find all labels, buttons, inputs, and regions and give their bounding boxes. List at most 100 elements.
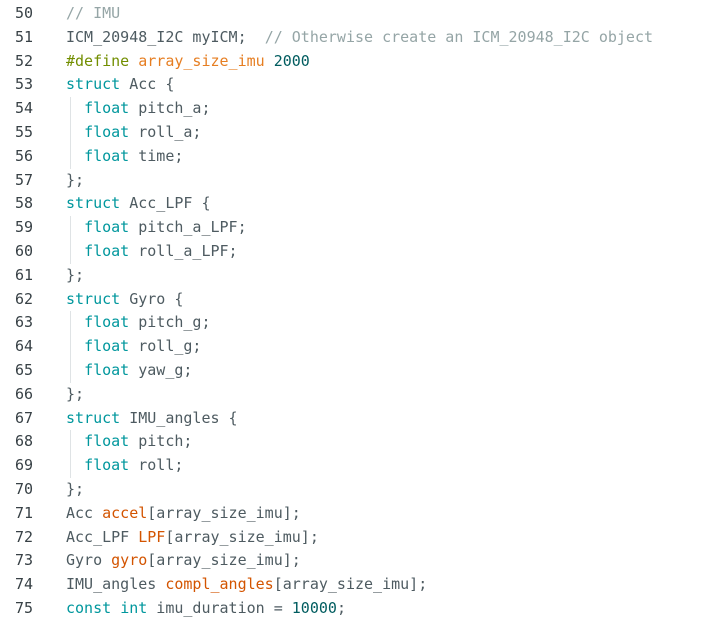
token-plain [66, 361, 84, 379]
line-number: 62 [14, 289, 33, 308]
token-plain: IMU_angles [66, 575, 166, 594]
token-plain: ; [336, 598, 346, 617]
token-plain [265, 52, 274, 70]
token-macro: array_size_imu [138, 51, 265, 70]
code-line-57[interactable]: 57}; [0, 169, 728, 193]
code-text[interactable]: struct Acc_LPF { [66, 192, 728, 216]
token-plain: Gyro [66, 551, 112, 570]
code-line-75[interactable]: 75 const int imu_duration = 10000; [0, 597, 728, 621]
token-plain [66, 456, 84, 474]
token-number: 10000 [291, 598, 337, 617]
token-plain: }; [66, 265, 85, 284]
code-line-50[interactable]: 50 // IMU [0, 2, 728, 26]
code-text[interactable]: float roll_a; [66, 121, 728, 145]
code-text[interactable]: float roll_g; [66, 335, 728, 359]
code-text[interactable]: Acc accel[array_size_imu]; [66, 502, 728, 526]
indent-guide [70, 335, 71, 359]
code-text[interactable]: float pitch_a_LPF; [66, 216, 728, 240]
token-plain: [array_size_imu]; [165, 527, 319, 546]
code-line-69[interactable]: 69 float roll; [0, 454, 728, 478]
code-line-59[interactable]: 59 float pitch_a_LPF; [0, 216, 728, 240]
code-text[interactable]: Acc_LPF LPF[array_size_imu]; [66, 526, 728, 550]
token-keyword: float [84, 432, 130, 451]
code-text[interactable]: float pitch_a; [66, 97, 728, 121]
code-line-74[interactable]: 74 IMU_angles compl_angles[array_size_imu… [0, 573, 728, 597]
code-line-66[interactable]: 66}; [0, 383, 728, 407]
code-line-70[interactable]: 70}; [0, 478, 728, 502]
code-line-61[interactable]: 61}; [0, 264, 728, 288]
token-plain [66, 123, 84, 141]
code-text[interactable]: float yaw_g; [66, 359, 728, 383]
code-line-64[interactable]: 64 float roll_g; [0, 335, 728, 359]
line-number: 71 [14, 503, 33, 522]
line-number: 57 [14, 170, 33, 189]
code-text[interactable]: }; [66, 478, 728, 502]
line-number: 58 [14, 194, 33, 213]
code-text[interactable]: }; [66, 264, 728, 288]
line-number: 70 [14, 479, 33, 498]
code-line-63[interactable]: 63 float pitch_g; [0, 311, 728, 336]
token-keyword: float [84, 241, 130, 260]
code-text[interactable]: struct Gyro { [66, 288, 728, 312]
line-number: 60 [14, 241, 33, 260]
token-plain [66, 337, 84, 355]
token-plain: time; [129, 146, 184, 165]
code-text[interactable]: IMU_angles compl_angles[array_size_imu]; [66, 573, 728, 597]
line-number: 69 [14, 456, 33, 475]
token-keyword: struct [66, 408, 121, 427]
code-text[interactable]: float roll; [66, 454, 728, 478]
code-line-54[interactable]: 54 float pitch_a; [0, 97, 728, 121]
code-text[interactable]: float roll_a_LPF; [66, 240, 728, 264]
token-directive: #define [66, 51, 139, 70]
code-text[interactable]: struct IMU_angles { [66, 407, 728, 431]
code-line-71[interactable]: 71 Acc accel[array_size_imu]; [0, 502, 728, 526]
code-text[interactable]: Gyro gyro[array_size_imu]; [66, 549, 728, 573]
token-plain: Acc { [120, 75, 175, 94]
code-text[interactable]: // IMU [66, 2, 728, 26]
code-text[interactable]: ICM_20948_I2C myICM; // Otherwise create… [66, 26, 728, 50]
code-line-58[interactable]: 58 struct Acc_LPF { [0, 192, 728, 216]
token-keyword: const [66, 598, 112, 617]
line-number: 61 [14, 265, 33, 284]
token-keyword: float [84, 360, 130, 379]
token-plain: pitch_g; [129, 313, 211, 332]
code-text[interactable]: float pitch_g; [66, 311, 728, 335]
token-plain: }; [66, 170, 85, 189]
code-text[interactable]: float time; [66, 145, 728, 169]
token-plain: }; [66, 384, 85, 403]
code-line-55[interactable]: 55 float roll_a; [0, 120, 728, 145]
line-number: 50 [14, 4, 33, 22]
token-keyword: float [84, 99, 130, 118]
token-keyword: float [84, 313, 130, 332]
code-text[interactable]: }; [66, 383, 728, 407]
code-text[interactable]: }; [66, 169, 728, 193]
code-line-56[interactable]: 56 float time; [0, 144, 728, 169]
code-text[interactable]: float pitch; [66, 430, 728, 454]
line-number: 67 [14, 408, 33, 427]
indent-guide [70, 216, 71, 240]
line-number: 74 [14, 575, 33, 594]
token-plain: roll; [129, 456, 184, 475]
code-text[interactable]: struct Acc { [66, 73, 728, 97]
line-number: 75 [14, 598, 33, 617]
line-number: 52 [14, 51, 33, 70]
code-line-65[interactable]: 65 float yaw_g; [0, 358, 728, 383]
token-plain: roll_a; [129, 122, 202, 141]
token-var: LPF [138, 527, 166, 546]
code-line-68[interactable]: 68 float pitch; [0, 430, 728, 455]
code-line-52[interactable]: 52 #define array_size_imu 2000 [0, 50, 728, 74]
code-text[interactable]: #define array_size_imu 2000 [66, 50, 728, 74]
indent-guide [70, 430, 71, 455]
code-line-62[interactable]: 62 struct Gyro { [0, 288, 728, 312]
code-text[interactable]: const int imu_duration = 10000; [66, 597, 728, 621]
code-line-67[interactable]: 67 struct IMU_angles { [0, 407, 728, 431]
code-line-60[interactable]: 60 float roll_a_LPF; [0, 239, 728, 264]
indent-guide [70, 120, 71, 145]
token-keyword: struct [66, 194, 121, 213]
token-keyword: float [84, 456, 130, 475]
